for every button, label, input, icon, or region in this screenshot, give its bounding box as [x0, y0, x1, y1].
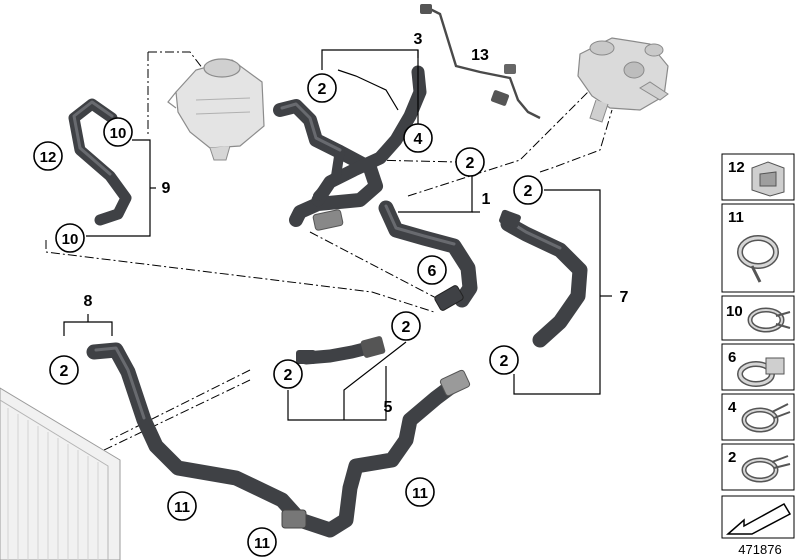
- callout-label: 11: [254, 535, 270, 552]
- label-5: 5: [384, 399, 393, 416]
- radiator: [0, 387, 121, 560]
- assembly-lines: [0, 51, 613, 501]
- panel-label: 6: [728, 349, 736, 366]
- label-8: 8: [84, 293, 93, 310]
- parts-panel: 12 11 10: [721, 153, 795, 557]
- band-clamp-icon: [737, 235, 779, 283]
- callout-6[interactable]: 6: [417, 255, 447, 285]
- clip-icon: [751, 161, 785, 197]
- callout-2-e[interactable]: 2: [49, 355, 79, 385]
- callout-label: 2: [466, 155, 475, 172]
- callout-11-right[interactable]: 11: [405, 477, 435, 507]
- callout-10-top[interactable]: 10: [103, 117, 133, 147]
- wide-clamp-icon: [737, 357, 785, 387]
- callout-label: 2: [284, 367, 293, 384]
- direction-arrow-box: [721, 495, 795, 539]
- callout-2-g[interactable]: 2: [489, 345, 519, 375]
- callout-label: 6: [428, 263, 437, 280]
- callout-4[interactable]: 4: [403, 123, 433, 153]
- panel-label: 4: [728, 399, 737, 416]
- arrow-icon: [726, 502, 792, 535]
- thermostat-housing: [577, 37, 669, 123]
- callout-11-mid[interactable]: 11: [247, 527, 277, 557]
- label-1: 1: [482, 191, 491, 208]
- panel-item-11[interactable]: 11: [721, 203, 795, 293]
- panel-label: 2: [728, 449, 736, 466]
- callout-label: 11: [412, 485, 428, 502]
- callout-11-left[interactable]: 11: [167, 491, 197, 521]
- callouts: 2 4 2 2 10 12 10 6: [33, 73, 543, 557]
- expansion-tank: [167, 58, 265, 161]
- callout-label: 4: [414, 131, 423, 148]
- panel-label: 10: [726, 303, 743, 320]
- callout-label: 10: [110, 125, 127, 142]
- callout-label: 2: [500, 353, 509, 370]
- hoses: [68, 65, 588, 538]
- label-13: 13: [471, 47, 489, 64]
- plain-labels: 3 13 1 9 8 5 7: [84, 31, 629, 416]
- panel-label: 11: [728, 209, 744, 226]
- callout-label: 2: [402, 319, 411, 336]
- panel-item-6[interactable]: 6: [721, 343, 795, 391]
- panel-item-2[interactable]: 2: [721, 443, 795, 491]
- callout-2-c[interactable]: 2: [513, 175, 543, 205]
- label-9: 9: [162, 180, 171, 197]
- callout-2-d[interactable]: 2: [391, 311, 421, 341]
- image-number: 471876: [738, 542, 781, 557]
- label-3: 3: [414, 31, 423, 48]
- callout-2-b[interactable]: 2: [455, 147, 485, 177]
- callout-12[interactable]: 12: [33, 141, 63, 171]
- leader-lines: [63, 49, 612, 421]
- hose-clamp-icon: [741, 403, 791, 433]
- spring-clamp-icon: [747, 307, 791, 333]
- callout-10-bottom[interactable]: 10: [55, 223, 85, 253]
- hose-clamp-small-icon: [741, 455, 791, 483]
- callout-label: 10: [62, 231, 79, 248]
- panel-item-10[interactable]: 10: [721, 295, 795, 341]
- callout-label: 2: [524, 183, 533, 200]
- callout-label: 12: [40, 149, 57, 166]
- callout-label: 11: [174, 499, 190, 516]
- callout-label: 2: [60, 363, 69, 380]
- label-7: 7: [620, 289, 629, 306]
- panel-item-4[interactable]: 4: [721, 393, 795, 441]
- panel-label: 12: [728, 159, 745, 176]
- panel-item-12[interactable]: 12: [721, 153, 795, 201]
- wiring-harness: [420, 4, 541, 120]
- callout-2-a[interactable]: 2: [307, 73, 337, 103]
- callout-label: 2: [318, 81, 327, 98]
- callout-2-f[interactable]: 2: [273, 359, 303, 389]
